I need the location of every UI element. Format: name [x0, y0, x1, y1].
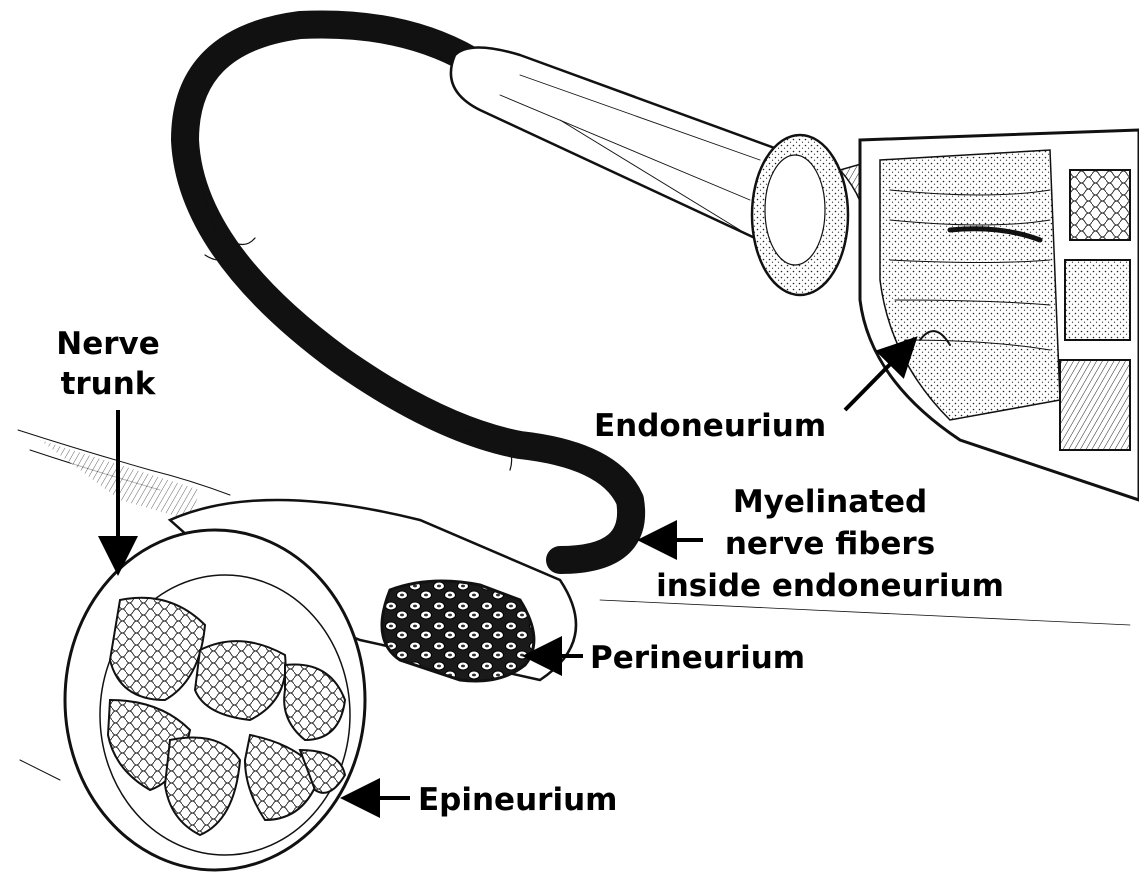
- nerve-trunk-label-line1: Nerve: [56, 326, 160, 362]
- epineurium-label: Epineurium: [418, 782, 617, 818]
- endoneurium-label: Endoneurium: [594, 408, 826, 444]
- fascicle-cross-section: [382, 581, 534, 681]
- perineurium-label: Perineurium: [590, 640, 805, 676]
- myelinated-label-line3: inside endoneurium: [656, 568, 1004, 604]
- endoneurium-cutaway: [860, 130, 1139, 500]
- myelinated-label-line2: nerve fibers: [725, 526, 935, 562]
- fiber-segment-upper: [451, 48, 788, 246]
- myelinated-label-line1: Myelinated: [733, 484, 927, 520]
- nerve-trunk-label-line2: trunk: [61, 366, 157, 402]
